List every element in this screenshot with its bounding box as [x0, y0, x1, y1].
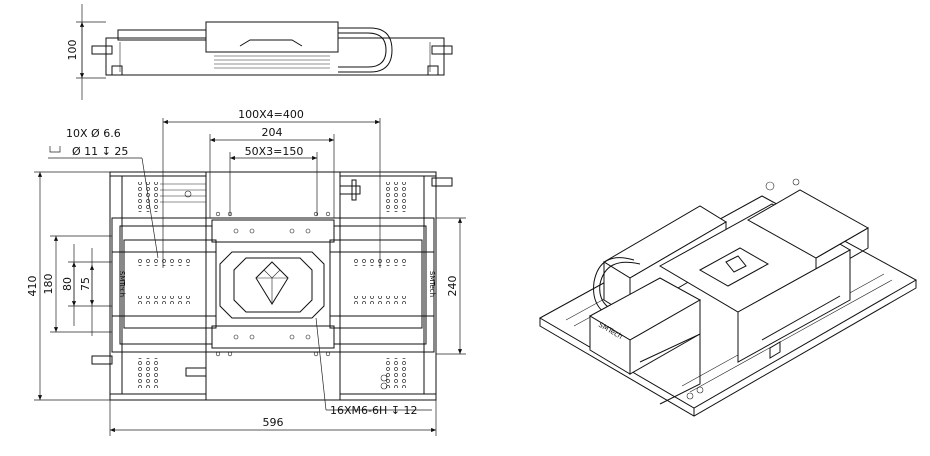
logo-right: SMTech — [428, 271, 436, 297]
logo-left: SMTech — [118, 271, 126, 297]
isometric-view: SMTech — [538, 178, 918, 417]
side-view: 100 — [66, 4, 453, 100]
width-204-label: 204 — [262, 126, 283, 139]
svg-text:Ø 11 ↧ 25: Ø 11 ↧ 25 — [72, 145, 128, 158]
inner-75-label: 75 — [79, 277, 92, 291]
height-100-label: 100 — [66, 40, 79, 61]
hole-callout: 10X Ø 6.6 Ø 11 ↧ 25 — [48, 127, 159, 259]
svg-text:10X Ø 6.6: 10X Ø 6.6 — [66, 127, 121, 140]
inner-180-label: 180 — [42, 274, 55, 295]
svg-text:16XM6-6H ↧ 12: 16XM6-6H ↧ 12 — [330, 404, 417, 417]
pitch-400-label: 100X4=400 — [238, 108, 304, 121]
diamond-logo-icon — [255, 261, 289, 305]
dimensions: 100X4=400 204 50X3=150 10X Ø 6.6 Ø 11 ↧ … — [26, 108, 466, 436]
overall-596-label: 596 — [263, 416, 284, 429]
iso-diamond-icon — [725, 255, 747, 273]
pitch-150-label: 50X3=150 — [245, 145, 304, 158]
overall-410-label: 410 — [26, 276, 39, 297]
plan-view: SMTech SMTech — [91, 171, 453, 401]
thread-callout: 16XM6-6H ↧ 12 — [315, 317, 432, 417]
inner-80-label: 80 — [61, 277, 74, 291]
right-240-label: 240 — [446, 276, 459, 297]
